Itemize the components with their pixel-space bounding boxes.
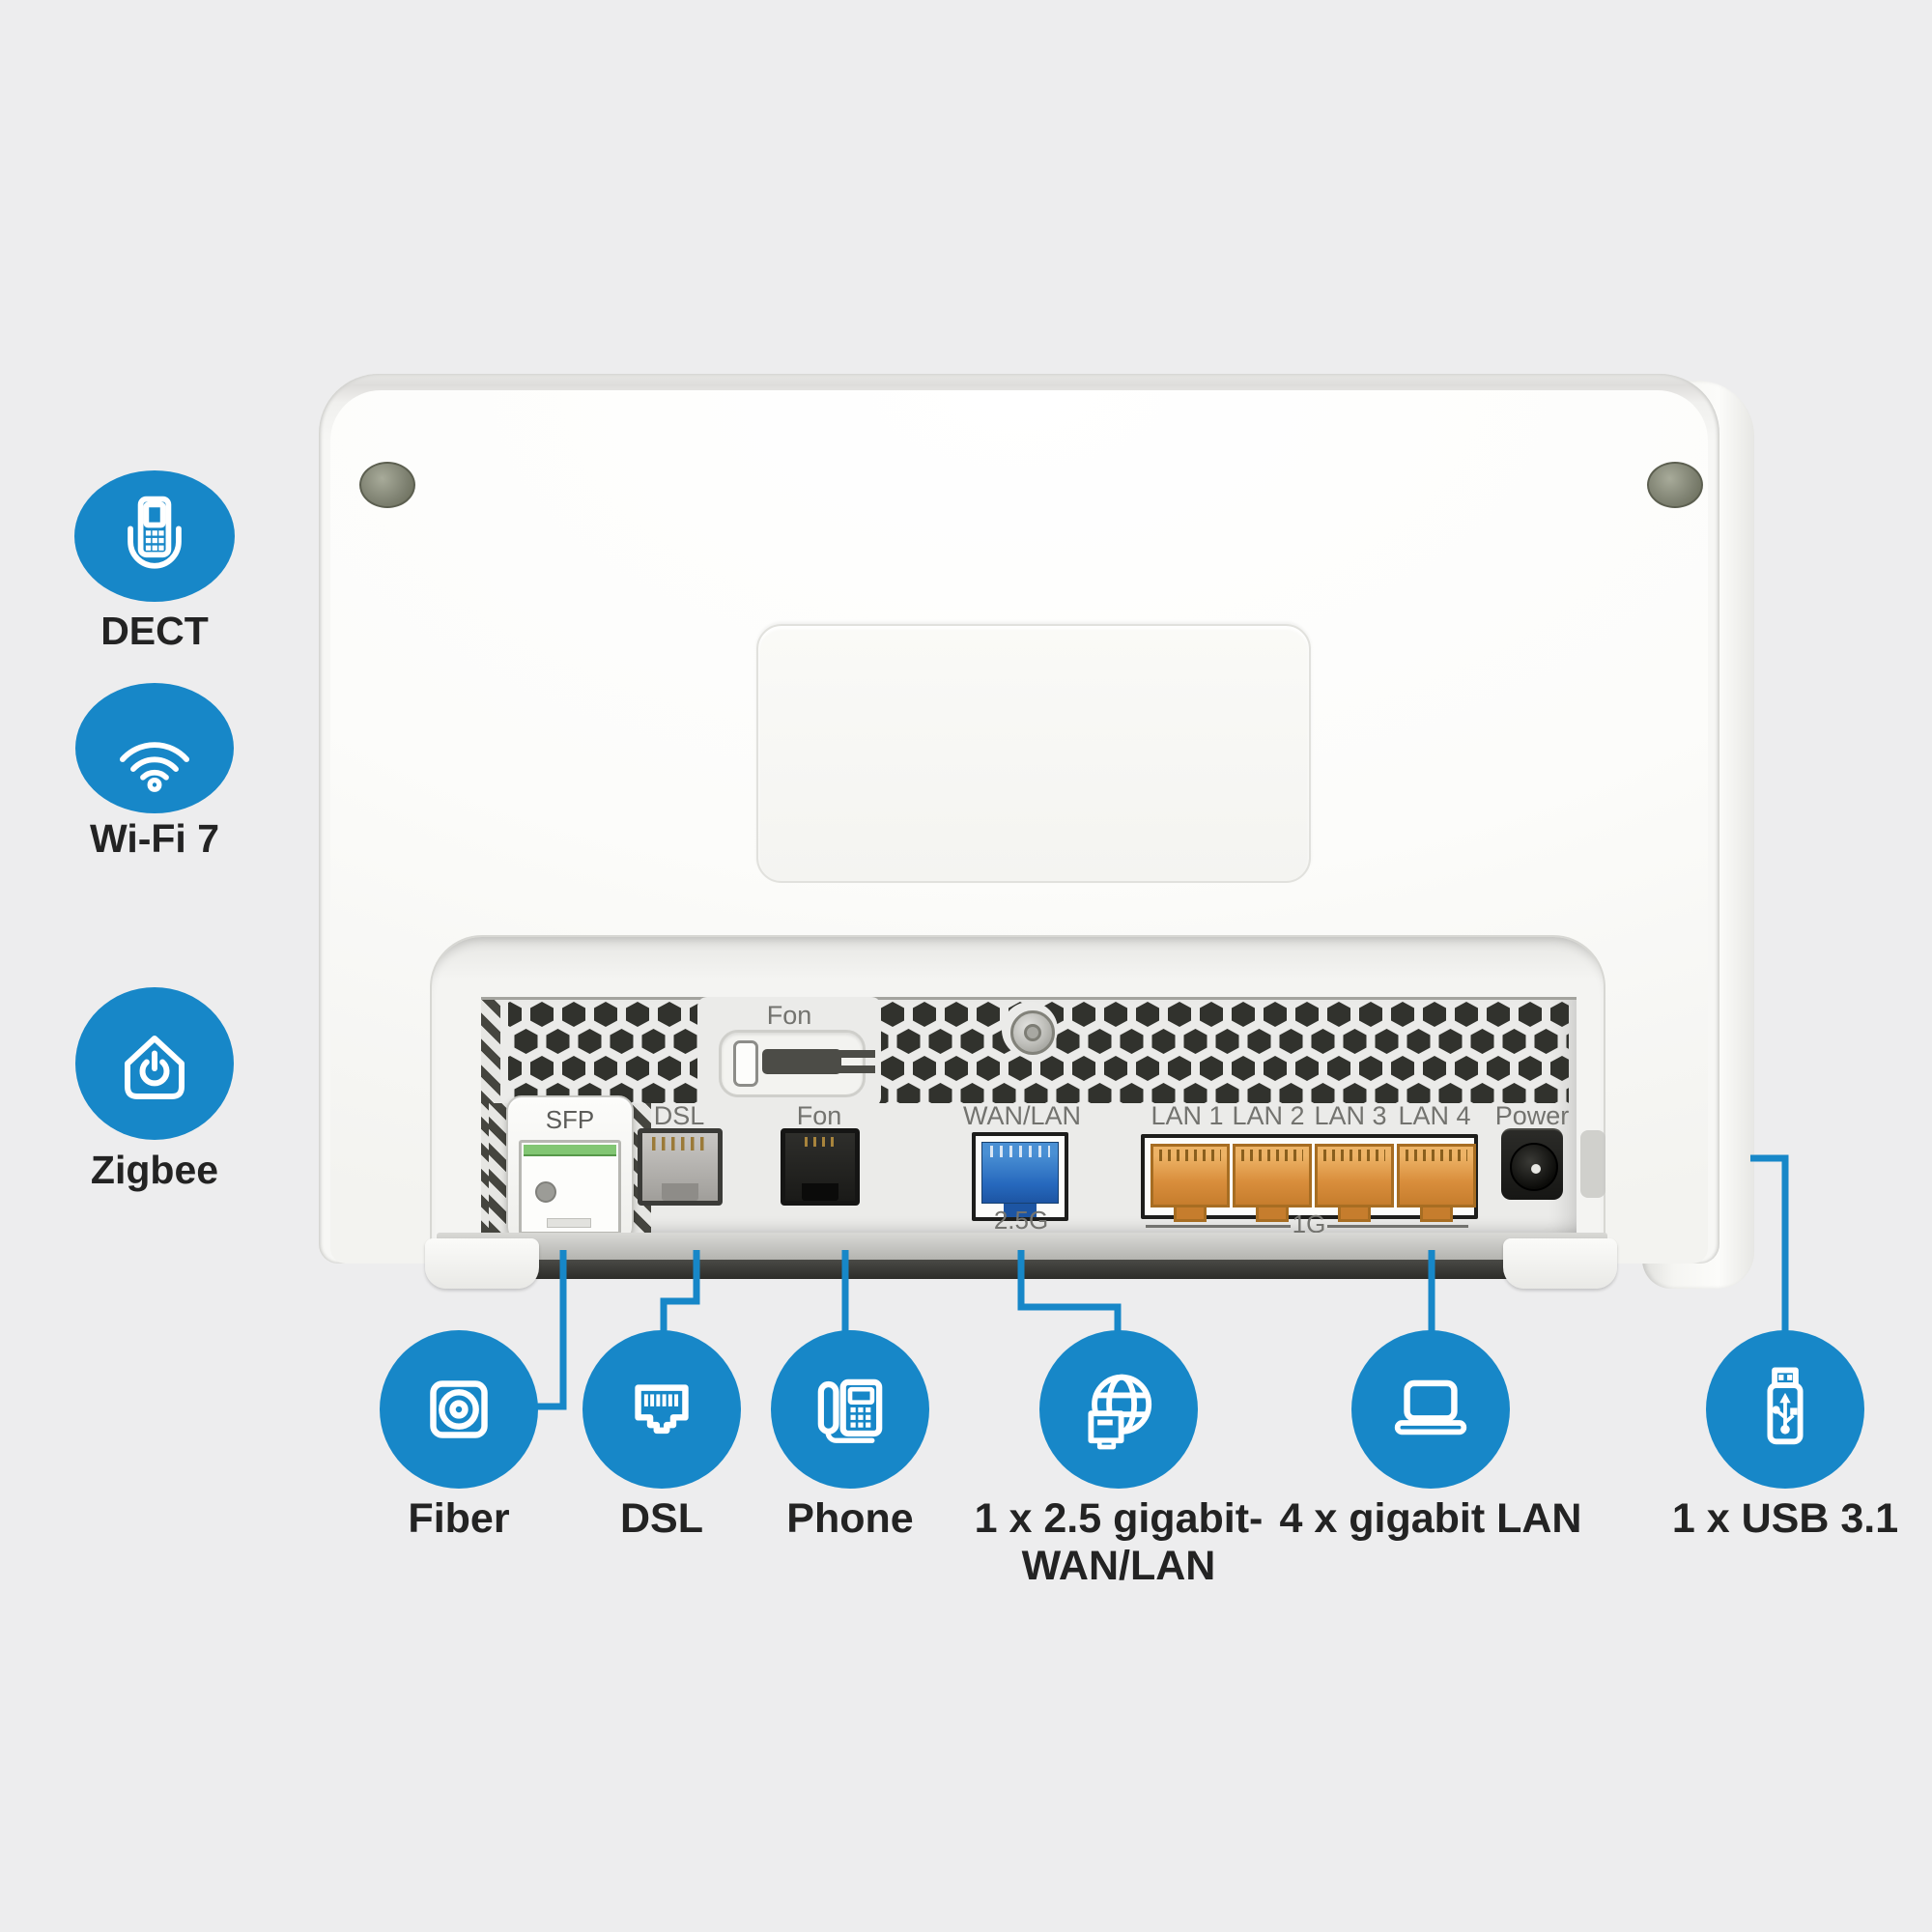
wan-tab [1004, 1204, 1037, 1217]
mount-screw-left [359, 462, 415, 508]
power-port-label: Power [1494, 1101, 1570, 1130]
lan4-port [1397, 1144, 1476, 1208]
wan-pins [990, 1146, 1050, 1157]
fiber-badge [380, 1330, 538, 1489]
lan-label: 4 x gigabit LAN [1279, 1495, 1582, 1542]
lan4-label: LAN 4 [1398, 1101, 1471, 1130]
power-barrel-jack [1510, 1143, 1558, 1191]
sfp-latch [547, 1218, 591, 1228]
dsl-port-label: DSL [653, 1101, 705, 1130]
fon-slot-label: Fon [766, 1001, 812, 1030]
dect-badge [74, 470, 235, 602]
sfp-module: SFP [506, 1095, 634, 1242]
wan-label: 1 x 2.5 gigabit- WAN/LAN [925, 1495, 1312, 1590]
usb-callout-line [1750, 1154, 1789, 1335]
fiber-label: Fiber [408, 1495, 510, 1542]
lan-speed-line-left [1146, 1225, 1291, 1228]
lan2-port [1233, 1144, 1312, 1208]
dsl-callout-line [660, 1250, 700, 1335]
wifi-badge [75, 683, 234, 813]
phone-badge [771, 1330, 929, 1489]
wan-label-line1: 1 x 2.5 gigabit- [974, 1495, 1264, 1542]
fon-port [781, 1128, 860, 1206]
zigbee-label: Zigbee [90, 1148, 219, 1192]
zigbee-icon [125, 1036, 185, 1099]
dsl-icon [635, 1384, 689, 1435]
dsl-badge [582, 1330, 741, 1489]
wan-badge [1039, 1330, 1198, 1489]
phone-icon [817, 1378, 883, 1443]
side-vent-slot [1580, 1130, 1605, 1198]
usb-badge [1706, 1330, 1864, 1489]
dect-label: DECT [100, 609, 209, 653]
wan-callout-line [1017, 1250, 1122, 1335]
lan-laptop-icon [1394, 1379, 1467, 1435]
fon-pins [805, 1137, 836, 1147]
lan1-label: LAN 1 [1151, 1101, 1224, 1130]
phone-label: Phone [786, 1495, 914, 1542]
wan-port [972, 1132, 1068, 1221]
zigbee-badge [75, 987, 234, 1140]
lan-port-group [1141, 1134, 1478, 1219]
panel-screw [1010, 1010, 1055, 1055]
router-foot-left [425, 1238, 539, 1289]
fon-cable-clip [762, 1049, 841, 1074]
sfp-green-bar [524, 1145, 616, 1156]
label-plate [756, 624, 1311, 883]
fon-port-label: Fon [796, 1101, 842, 1130]
usb-label: 1 x USB 3.1 [1671, 1495, 1899, 1542]
fiber-callout-line [533, 1250, 567, 1410]
fon-strain-relief-slot [719, 1030, 866, 1097]
lan-speed-line-right [1327, 1225, 1468, 1228]
wan-speed-label: 2.5G [993, 1206, 1049, 1235]
power-port [1501, 1128, 1563, 1200]
wan-label-line2: WAN/LAN [1021, 1543, 1216, 1589]
dsl-label: DSL [620, 1495, 703, 1542]
fon-tab [802, 1183, 838, 1201]
dsl-pins [652, 1137, 708, 1151]
wan-port-label: WAN/LAN [962, 1101, 1081, 1130]
dsl-port [638, 1128, 723, 1206]
lan-badge [1351, 1330, 1510, 1489]
usb-icon [1767, 1367, 1804, 1445]
router-foot-right [1503, 1238, 1617, 1289]
wifi-icon [120, 741, 189, 792]
wan-port-inner [981, 1142, 1059, 1204]
fiber-icon [430, 1380, 488, 1438]
dect-icon [128, 496, 182, 569]
sfp-port [519, 1140, 621, 1235]
sfp-label: SFP [545, 1105, 595, 1134]
mount-screw-right [1647, 462, 1703, 508]
lan3-label: LAN 3 [1314, 1101, 1387, 1130]
dsl-tab [662, 1183, 698, 1201]
fon-clip-pin [733, 1040, 758, 1087]
sfp-hole [535, 1181, 556, 1203]
lan1-port [1151, 1144, 1230, 1208]
lan3-port [1315, 1144, 1394, 1208]
wifi-label: Wi-Fi 7 [89, 816, 219, 861]
lan2-label: LAN 2 [1232, 1101, 1305, 1130]
wan-globe-icon [1088, 1374, 1152, 1450]
